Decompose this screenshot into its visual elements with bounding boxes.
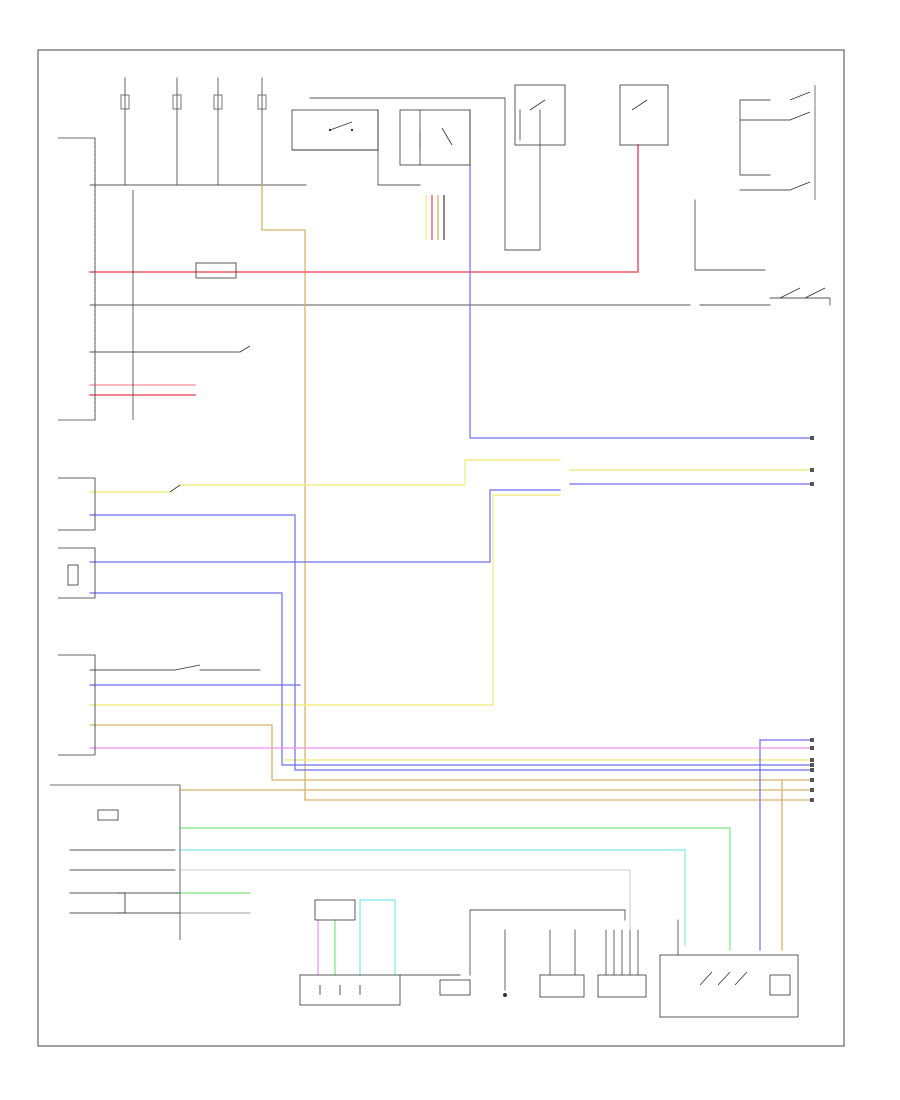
left-switches <box>58 262 251 756</box>
pink-wires <box>89 747 813 976</box>
red-wires <box>89 144 639 396</box>
diagram-frame <box>37 49 845 1047</box>
yellow-wires <box>89 459 813 761</box>
terminal-marks <box>810 436 814 802</box>
light-gray-wires <box>179 869 631 931</box>
bottom-connector <box>299 899 401 1006</box>
junction-block <box>58 137 134 421</box>
fuses-top <box>120 94 267 110</box>
blue-wires <box>89 164 813 951</box>
connector-stack <box>425 195 445 240</box>
bottom-lamps <box>439 974 647 998</box>
relay-box <box>291 109 471 166</box>
light-switch-right <box>779 85 826 299</box>
green-wires <box>179 827 731 976</box>
light-control-assembly <box>659 954 799 1018</box>
cyan-wires <box>179 849 686 976</box>
tan-wires <box>89 184 813 951</box>
gray-wires <box>69 77 831 991</box>
combination-meter <box>50 784 181 940</box>
relays-right <box>514 84 669 146</box>
